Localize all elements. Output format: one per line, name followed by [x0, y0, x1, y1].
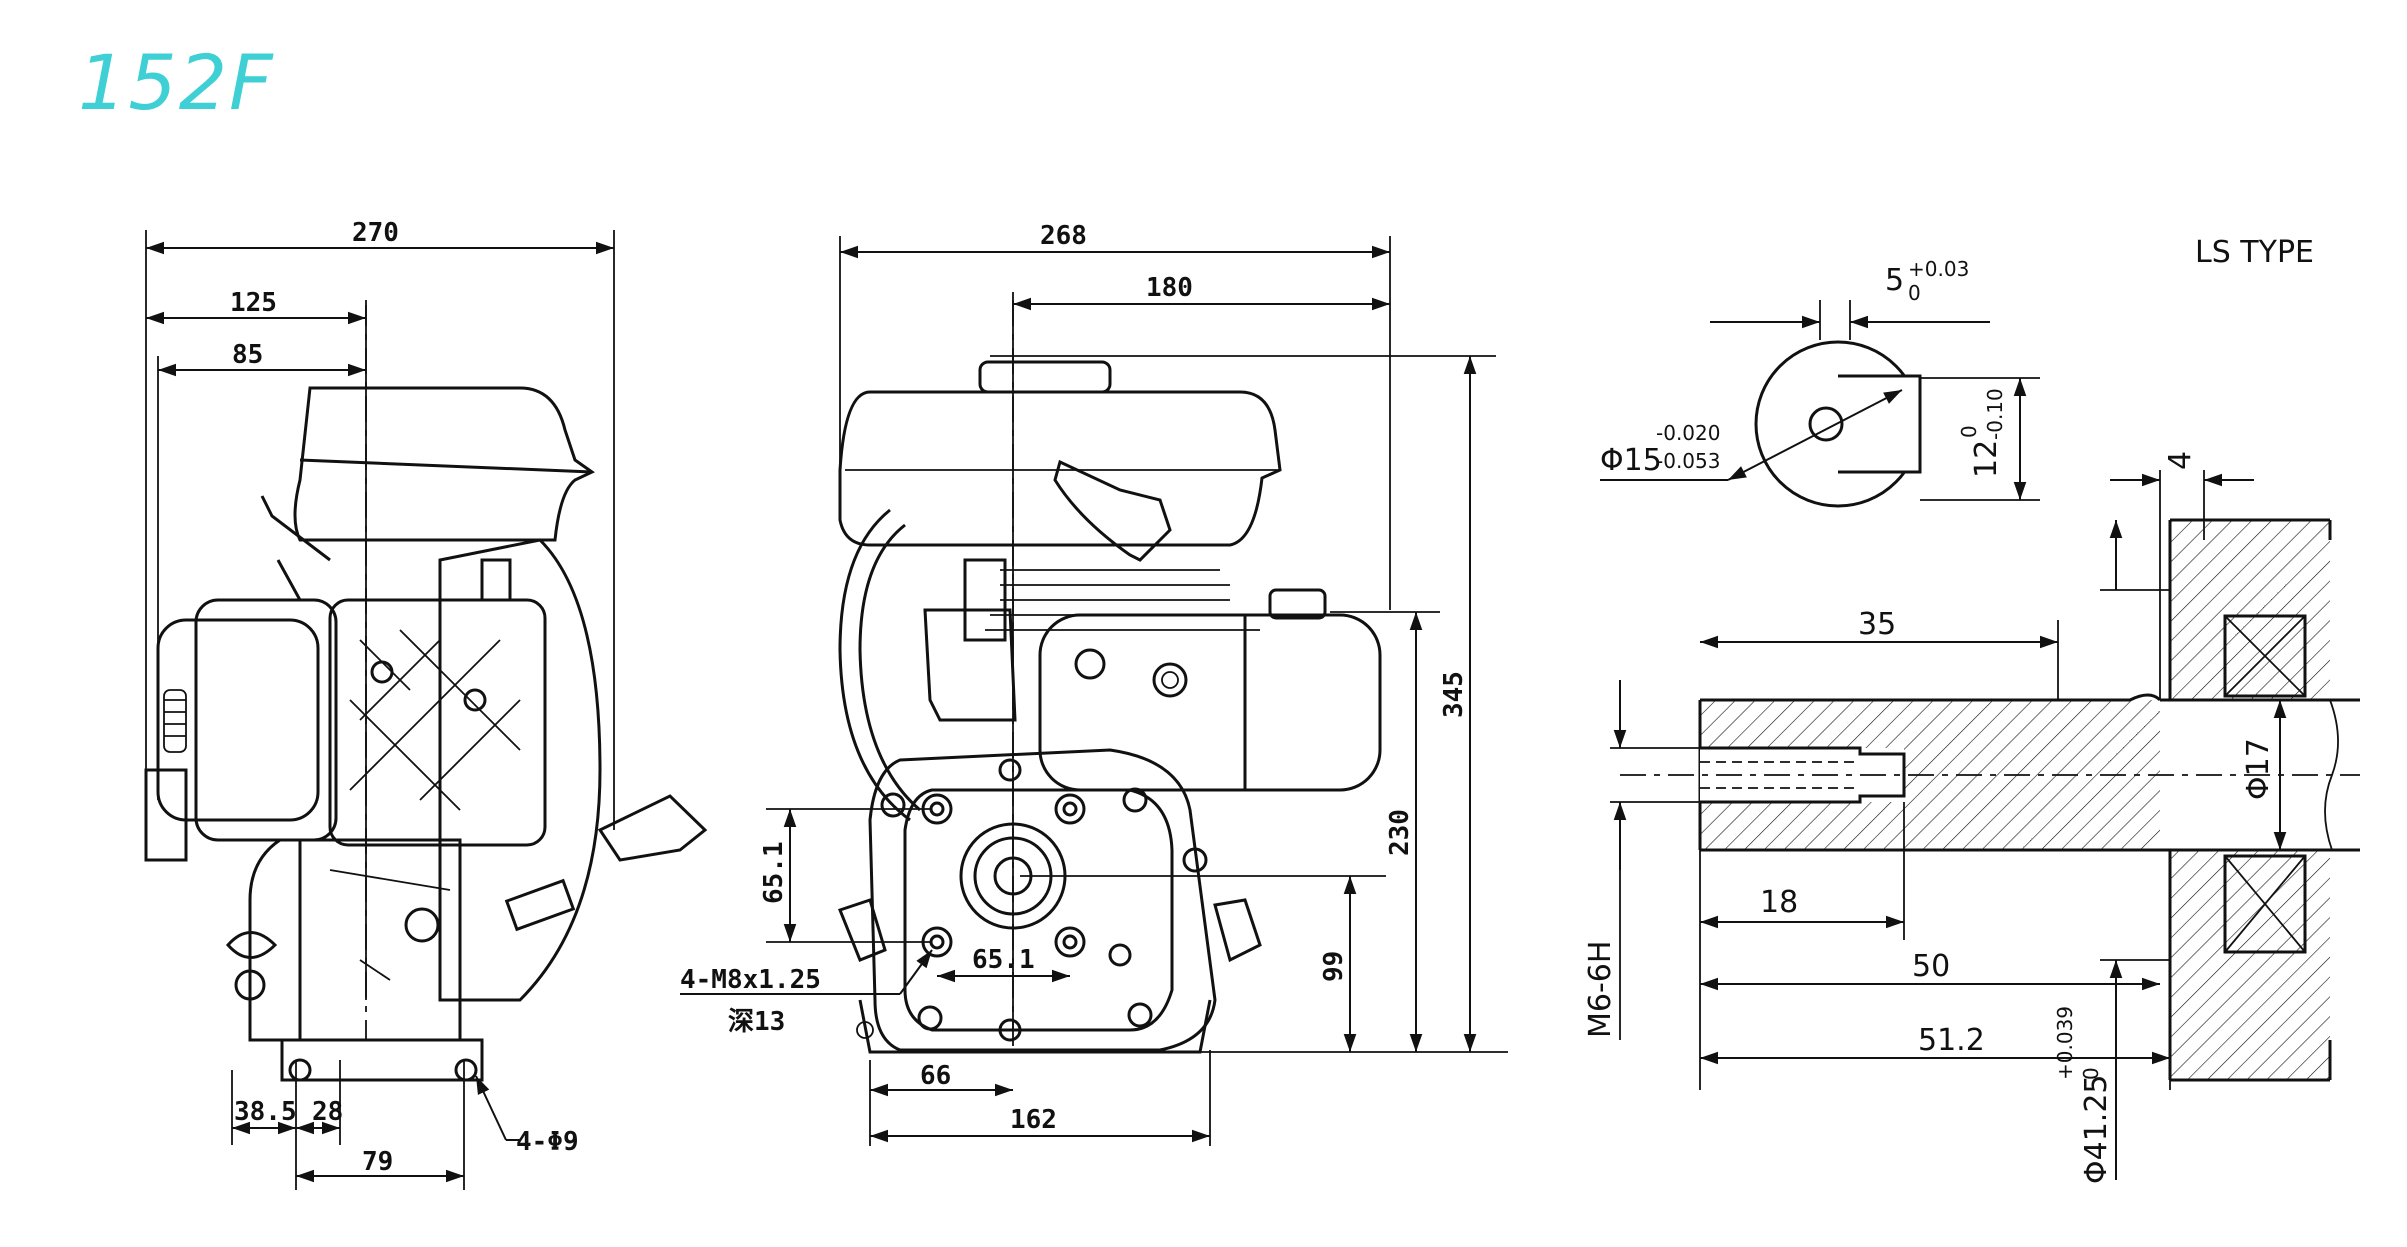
dim-268: 268: [1040, 221, 1087, 251]
dim-38-5: 38.5: [234, 1097, 297, 1127]
dim-85: 85: [232, 340, 263, 370]
key-depth-tol-lower: -0.10: [1983, 388, 2007, 440]
dim-28: 28: [312, 1097, 343, 1127]
key-width-tol-upper: +0.03: [1908, 257, 1969, 281]
thread-m6: M6-6H: [1583, 941, 1618, 1038]
dim-18: 18: [1760, 885, 1798, 920]
key-depth: 12: [1969, 440, 2004, 478]
key-depth-tol-upper: 0: [1957, 425, 1981, 438]
key-width: 5: [1885, 263, 1904, 298]
dim-65-1-vertical: 65.1: [759, 841, 789, 904]
holes-label: 4-Φ9: [516, 1127, 579, 1157]
shaft-detail: LS TYPE 5 +0.03 0 12 0 -0.10 Φ15 -0.020 …: [1583, 235, 2360, 1184]
dim-65-1-horizontal: 65.1: [972, 945, 1035, 975]
dim-270: 270: [352, 218, 399, 248]
dim-162: 162: [1010, 1105, 1057, 1135]
dim-230: 230: [1385, 809, 1415, 856]
flange-tol-lower: 0: [2079, 1067, 2103, 1080]
flange-tol-upper: +0.039: [2053, 1006, 2077, 1080]
ls-type-label: LS TYPE: [2195, 235, 2314, 270]
key-width-tol-lower: 0: [1908, 281, 1921, 305]
front-view: 268 180 345 230 99 65.1 65.1 4-M8x1.25 深…: [680, 221, 1508, 1146]
drawing-title: 152F: [78, 38, 275, 127]
dim-50: 50: [1912, 949, 1950, 984]
dim-79: 79: [362, 1147, 393, 1177]
flange-diameter: Φ41.25: [2079, 1075, 2114, 1185]
dim-35: 35: [1858, 607, 1896, 642]
dim-99: 99: [1319, 951, 1349, 982]
dim-345: 345: [1439, 671, 1469, 718]
dim-66: 66: [920, 1061, 951, 1091]
dim-180: 180: [1146, 273, 1193, 303]
shaft-diameter-tol-upper: -0.020: [1656, 421, 1720, 445]
shaft-diameter-tol-lower: -0.053: [1656, 449, 1720, 473]
depth-callout: 深13: [728, 1007, 785, 1037]
shaft-diameter: Φ15: [1600, 443, 1662, 478]
dim-51-2: 51.2: [1918, 1023, 1985, 1058]
thread-callout: 4-M8x1.25: [680, 965, 821, 995]
side-view: 270 125 85 38.5 28 79 4-Φ9: [144, 218, 708, 1190]
dim-17: Φ17: [2241, 738, 2276, 800]
dim-125: 125: [230, 288, 277, 318]
dim-4: 4: [2163, 451, 2198, 470]
